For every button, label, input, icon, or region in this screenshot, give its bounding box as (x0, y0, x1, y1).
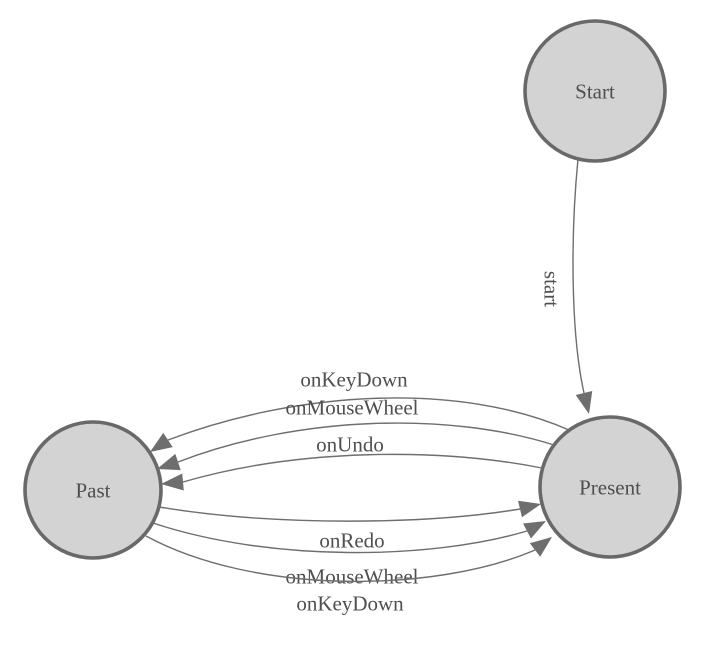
edge-past-to-present-onRedo-line (158, 506, 521, 522)
edge-past-to-present-onKeyDown-line (145, 535, 536, 583)
edge-present-to-past-onMouseWheel-line (177, 422, 555, 463)
edge-label-start-to-present-start: start (540, 271, 564, 307)
edge-present-to-past-onUndo-line (182, 453, 543, 483)
state-node-label-present: Present (579, 475, 641, 499)
state-node-label-start: Start (575, 79, 615, 103)
edge-start-to-present-arrowhead-icon (575, 391, 593, 414)
edge-label-past-to-present-onKeyDown: onKeyDown (296, 591, 404, 615)
edge-present-to-past-onKeyDown-line (167, 397, 570, 441)
edge-label-present-to-past-onUndo: onUndo (316, 432, 384, 456)
state-node-start (523, 19, 667, 163)
edge-label-past-to-present-onRedo: onRedo (319, 528, 384, 552)
edge-present-to-past-arrowhead-icon (157, 453, 181, 471)
edge-start-to-present-start-line (572, 158, 585, 394)
edge-label-past-to-present-onMouseWheel: onMouseWheel (286, 564, 419, 588)
state-node-label-past: Past (75, 478, 110, 502)
edge-past-to-present-arrowhead-icon (518, 500, 541, 518)
edge-past-to-present-arrowhead-icon (529, 537, 552, 557)
state-node-present (538, 415, 682, 559)
edge-past-to-present-arrowhead-icon (523, 521, 546, 539)
edge-present-to-past-arrowhead-icon (161, 473, 184, 491)
state-node-past (23, 420, 163, 560)
edge-label-present-to-past-onKeyDown: onKeyDown (300, 367, 408, 391)
edge-present-to-past-arrowhead-icon (150, 432, 173, 452)
edge-past-to-present-onMouseWheel-line (152, 522, 528, 554)
edge-label-present-to-past-onMouseWheel: onMouseWheel (286, 395, 419, 419)
